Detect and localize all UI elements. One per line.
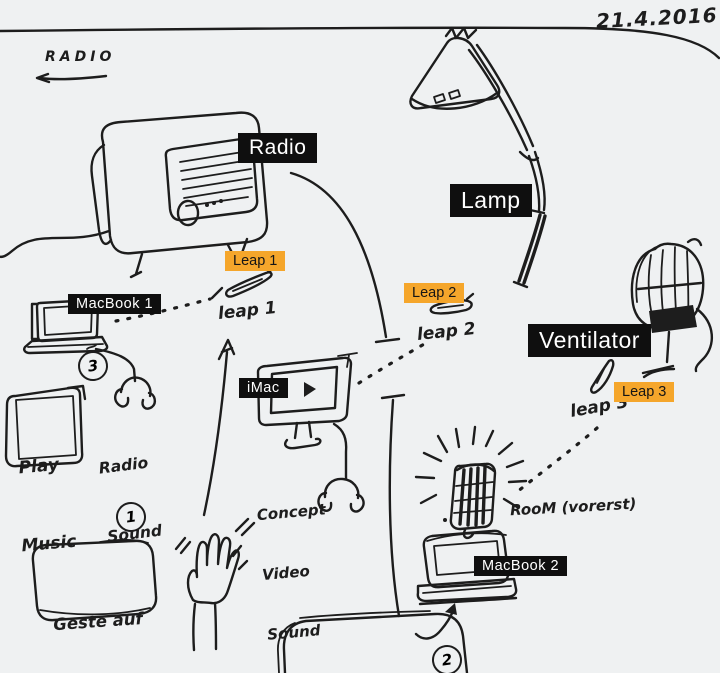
label-leap3: Leap 3 [614,382,675,402]
label-ventilator: Ventilator [528,324,651,357]
note-play-music-line2: Music [20,531,78,557]
title-underline-arrow [35,72,108,84]
label-radio: Radio [238,133,318,163]
play-icon [304,382,316,397]
paper-border [0,26,720,60]
leap3-device-sketch [590,359,615,394]
label-macbook1: MacBook 1 [68,294,162,314]
step3-squiggle [86,344,97,350]
leap2-to-box-connector [380,393,406,618]
note-geste: Geste auf Leap 1 [49,554,153,673]
hand-gesture-icon [174,517,256,652]
lamp-sketch [409,26,547,289]
speaker-icon [414,425,528,540]
label-imac: iMac [239,378,288,398]
label-leap1: Leap 1 [225,251,286,271]
message-box [277,610,469,673]
ventilator-sketch [630,237,713,379]
note-concept-line2: Video [261,561,311,584]
imac-headphones-icon [317,422,365,513]
topic-title: RADIO [45,49,116,65]
geste-box [31,538,158,622]
macbook1-to-leap1-dotted-line [114,286,224,323]
label-leap2: Leap 2 [404,283,465,303]
note-concept-line1: Concept [256,500,327,525]
note-play-music-line1: Play [17,454,60,479]
leap1-device-sketch [225,266,277,298]
hand-to-leap1-arrow [202,338,236,517]
label-macbook2: MacBook 2 [474,556,568,576]
note-geste-line1: Geste auf [52,608,144,635]
radio-to-leap2-connector [289,171,401,344]
note-radio-sound-line1: Radio [97,453,150,478]
label-lamp: Lamp [450,184,532,217]
note-message: Shifte Nachricht [295,627,388,673]
play-music-box [4,384,87,468]
leap3-to-speaker-dotted-line [515,426,599,494]
imac-sketch [256,352,358,450]
imac-to-leap2-dotted-line [357,341,428,385]
box-to-macbook2-arrow [414,603,457,640]
macbook1-headphones-icon [94,347,157,410]
